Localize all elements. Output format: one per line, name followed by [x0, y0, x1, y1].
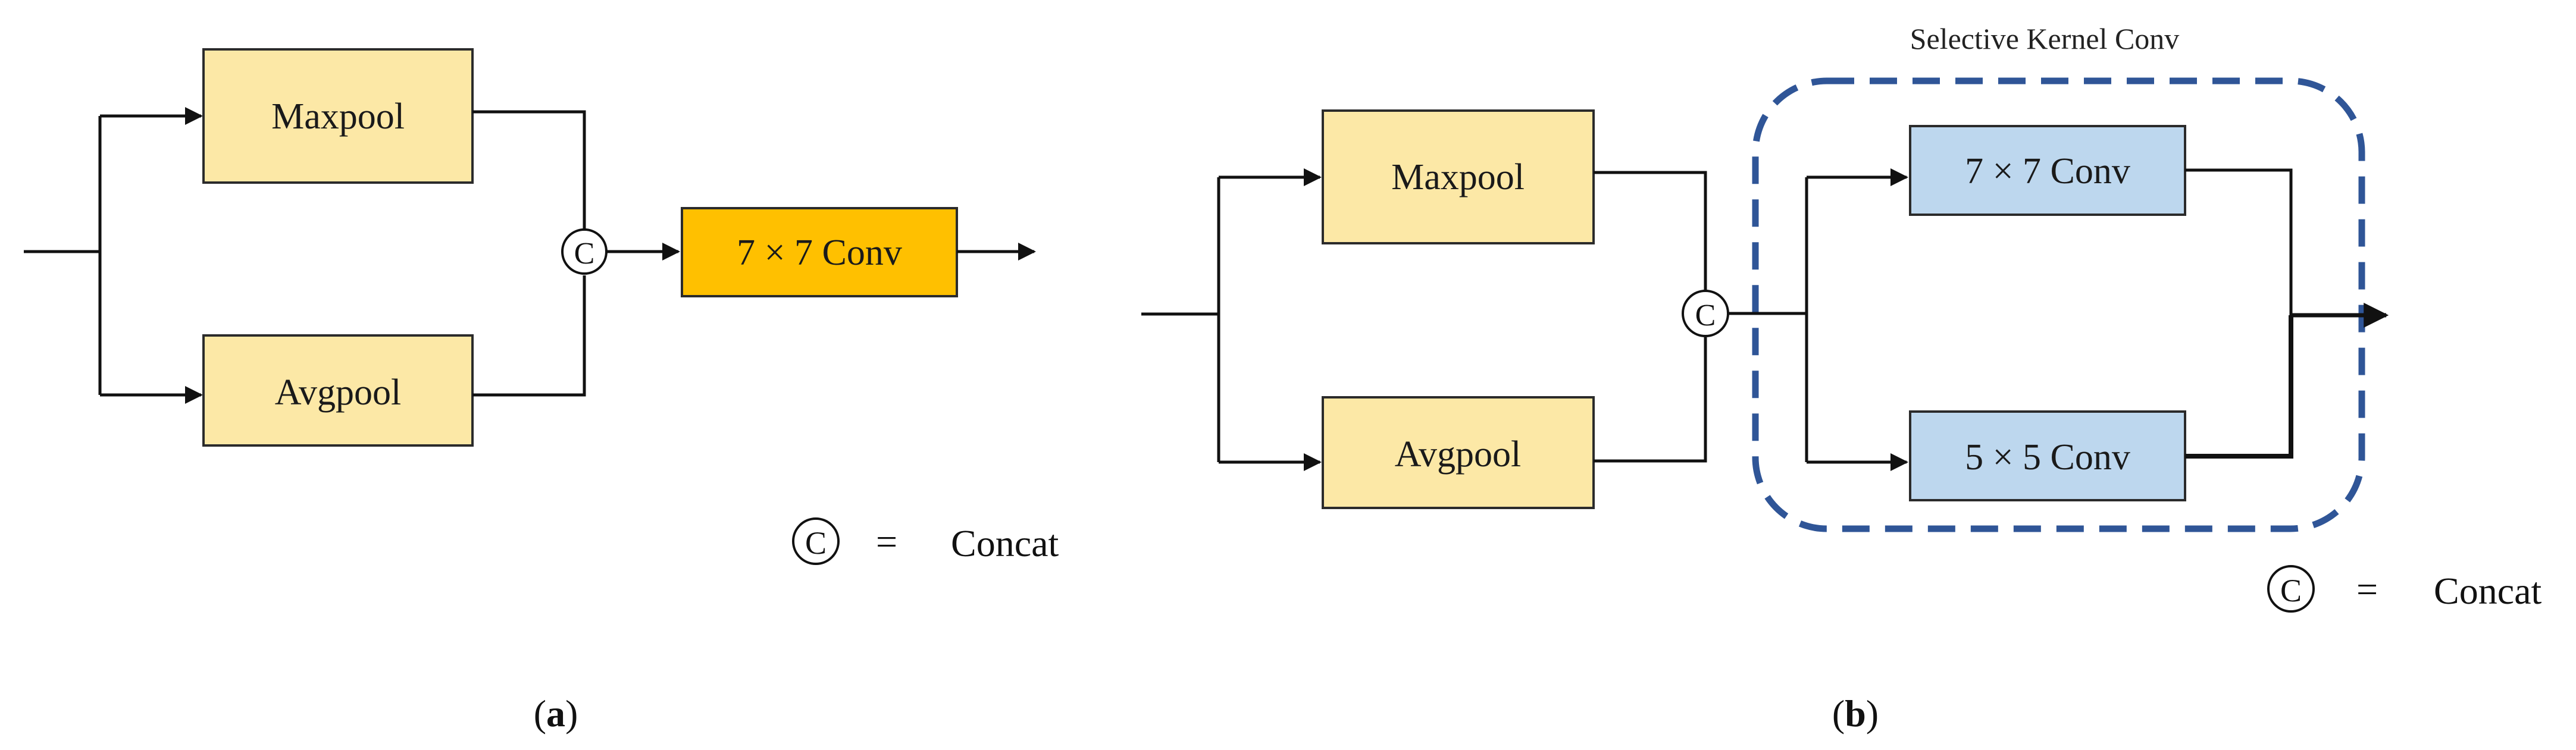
- panel-b-caption: (b): [1832, 692, 1879, 735]
- panel-b-maxpool-to-concat: [1594, 171, 1707, 290]
- panel-b-selective-kernel-group: [1752, 77, 2365, 532]
- panel-b: Maxpool Avgpool C Selective Kernel Conv …: [1141, 22, 2542, 735]
- panel-b-legend-symbol: C: [2280, 573, 2302, 608]
- panel-b-conv5-to-merge: [2185, 315, 2293, 459]
- panel-b-legend: C = Concat: [2267, 565, 2542, 613]
- panel-b-avgpool-box: [1322, 396, 1595, 509]
- panel-b-conv7-label: 7 × 7 Conv: [1965, 151, 2130, 192]
- panel-b-legend-equals: =: [2356, 568, 2378, 610]
- panel-a: Maxpool Avgpool C 7 × 7 Conv C = Concat …: [24, 48, 1059, 735]
- panel-a-legend: C = Concat: [792, 517, 1059, 565]
- panel-a-avgpool-label: Avgpool: [275, 372, 401, 413]
- panel-b-maxpool-box: [1322, 109, 1595, 244]
- panel-b-legend-label: Concat: [2434, 570, 2542, 612]
- panel-a-maxpool-box: [202, 48, 474, 184]
- panel-a-concat-symbol: C: [574, 237, 595, 271]
- panel-a-maxpool-to-concat: [472, 110, 586, 229]
- panel-a-maxpool-label: Maxpool: [271, 96, 405, 137]
- panel-a-caption: (a): [534, 692, 578, 735]
- panel-b-conv5-box: [1909, 410, 2186, 501]
- panel-b-concat-symbol: C: [1695, 299, 1716, 332]
- panel-a-avgpool-to-concat: [472, 275, 586, 397]
- panel-a-conv-label: 7 × 7 Conv: [737, 233, 902, 273]
- panel-a-legend-concat-icon: [792, 517, 840, 565]
- panel-a-legend-equals: =: [876, 520, 897, 563]
- panel-b-avgpool-to-concat: [1594, 337, 1707, 463]
- panel-a-legend-symbol: C: [805, 525, 827, 561]
- panel-b-conv7-to-merge: [2185, 168, 2293, 315]
- panel-b-maxpool-label: Maxpool: [1391, 157, 1525, 197]
- panel-b-legend-concat-icon: [2267, 565, 2315, 613]
- panel-b-group-title: Selective Kernel Conv: [1910, 22, 2180, 55]
- panel-a-legend-label: Concat: [951, 522, 1059, 564]
- panel-b-avgpool-label: Avgpool: [1395, 434, 1521, 475]
- panel-b-conv5-label: 5 × 5 Conv: [1965, 437, 2130, 478]
- panel-a-avgpool-box: [202, 334, 474, 447]
- panel-b-conv7-box: [1909, 125, 2186, 216]
